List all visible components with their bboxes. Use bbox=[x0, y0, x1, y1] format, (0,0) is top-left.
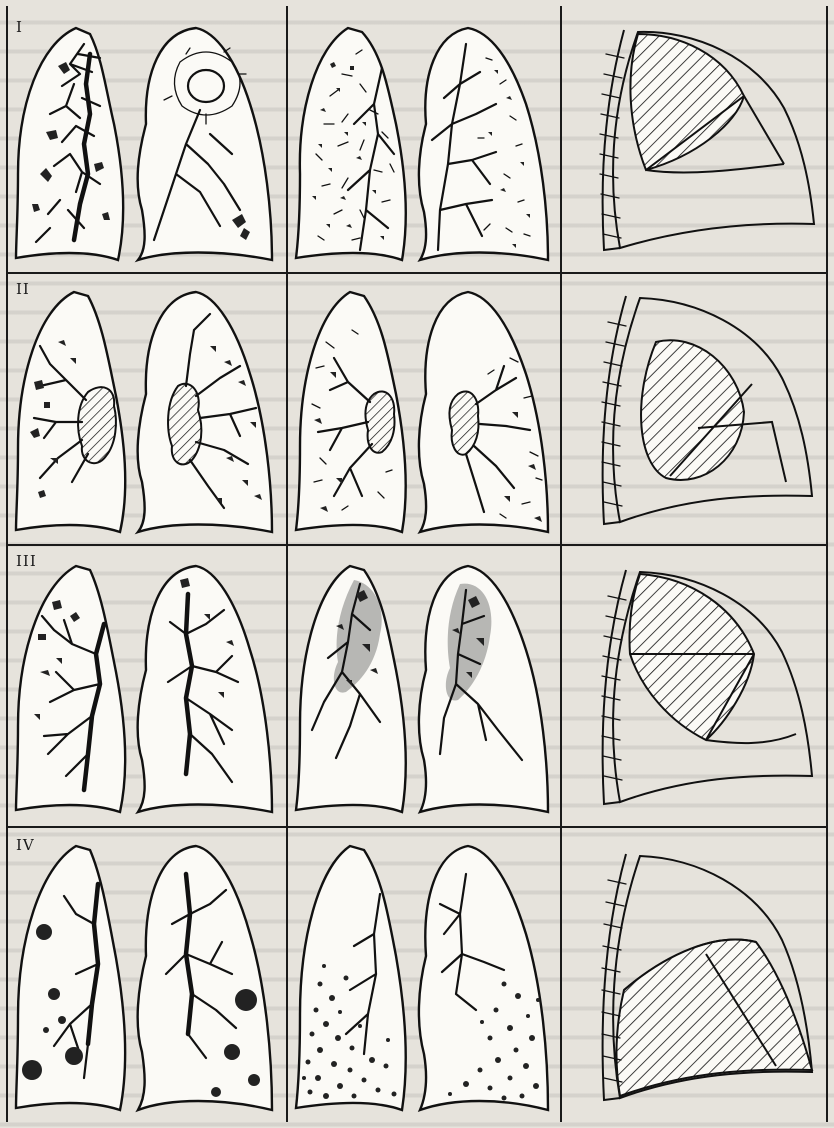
left-lung-outline bbox=[138, 846, 272, 1110]
grid-divider-col-1 bbox=[286, 6, 288, 1122]
round-focus bbox=[211, 1087, 221, 1097]
round-focus bbox=[65, 1047, 83, 1065]
round-focus bbox=[224, 1044, 240, 1060]
round-focus bbox=[48, 988, 60, 1000]
grid-divider-col-2 bbox=[560, 6, 562, 1122]
row2-lobe-schematic bbox=[566, 282, 822, 540]
left-lung-outline bbox=[138, 292, 272, 532]
row1-lung-pair-b bbox=[290, 14, 558, 268]
row4-lung-pair-b bbox=[290, 834, 558, 1120]
affected-lobe-area bbox=[629, 574, 754, 740]
grid-divider-row-1 bbox=[6, 272, 828, 274]
round-focus bbox=[58, 1016, 66, 1024]
row3-lung-pair-a bbox=[10, 554, 282, 822]
row2-lung-pair-b bbox=[290, 282, 558, 540]
left-lung-outline bbox=[419, 292, 548, 532]
grid-divider-row-2 bbox=[6, 544, 828, 546]
grid-frame-right bbox=[826, 6, 828, 1122]
round-focus bbox=[22, 1060, 42, 1080]
row1-lung-pair-a bbox=[10, 14, 282, 268]
row2-lung-pair-a bbox=[10, 282, 282, 540]
row3-lung-pair-b bbox=[290, 554, 558, 822]
row3-lobe-schematic bbox=[566, 554, 822, 822]
round-focus bbox=[235, 989, 257, 1011]
row4-lung-pair-a bbox=[10, 834, 282, 1120]
row4-lobe-schematic bbox=[566, 834, 822, 1120]
row1-lobe-schematic bbox=[566, 14, 822, 268]
round-focus bbox=[36, 924, 52, 940]
left-lung-outline bbox=[138, 566, 272, 812]
round-focus bbox=[43, 1027, 49, 1033]
left-lung-outline bbox=[419, 846, 548, 1110]
right-lung-outline bbox=[16, 566, 125, 812]
round-focus bbox=[248, 1074, 260, 1086]
grid-frame-left bbox=[6, 6, 8, 1122]
grid-divider-row-3 bbox=[6, 826, 828, 828]
affected-lobe-area bbox=[630, 34, 744, 170]
right-lung-outline bbox=[296, 28, 406, 260]
